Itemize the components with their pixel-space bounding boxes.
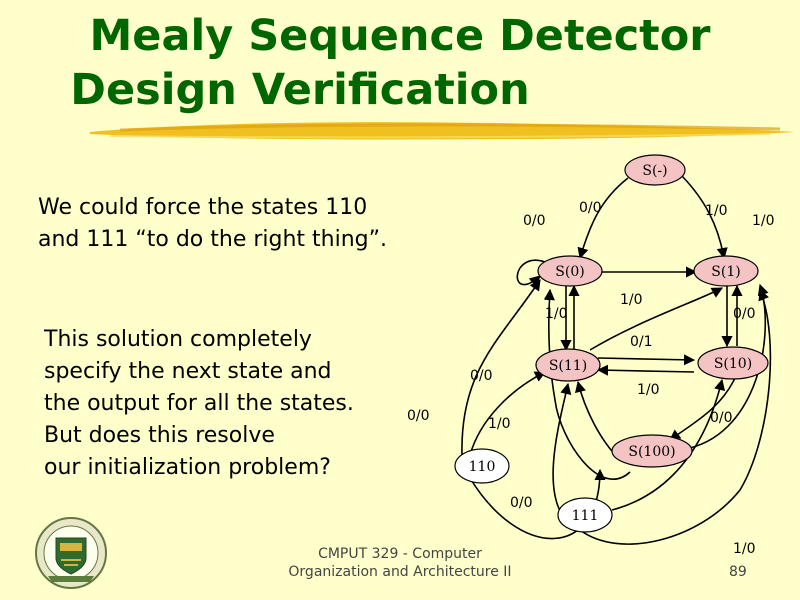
edge-111-to-s1 xyxy=(579,288,772,545)
intro-line: We could force the states 110 xyxy=(38,195,368,220)
edge-label: 1/0 xyxy=(488,416,511,432)
state-label: 110 xyxy=(469,459,496,475)
edge-init-to-s1 xyxy=(681,175,728,260)
state-label: S(1) xyxy=(711,264,740,280)
question-line: This solution completely xyxy=(44,327,312,352)
question-line: specify the next state and xyxy=(44,359,332,384)
edge-111-to-s10 xyxy=(611,378,726,511)
state-label: S(0) xyxy=(555,264,584,280)
footer-line: CMPUT 329 - Computer xyxy=(318,546,482,562)
edge-label: 0/0 xyxy=(579,200,602,216)
footer-line: Organization and Architecture II xyxy=(288,564,512,580)
edge-init-to-s0 xyxy=(577,177,629,260)
edge-label: 0/0 xyxy=(510,495,533,511)
edge-label: 0/0 xyxy=(470,368,493,384)
title-underline-brush xyxy=(90,122,795,140)
state-node xyxy=(557,497,613,533)
edge-label: 0/0 xyxy=(407,408,430,424)
state-node xyxy=(697,346,769,380)
edge-label: 1/0 xyxy=(752,213,775,229)
intro-line: and 111 “to do the right thing”. xyxy=(38,227,388,252)
question-line: our initialization problem? xyxy=(44,455,331,480)
state-node xyxy=(537,255,603,287)
edge-110-to-s0 xyxy=(461,279,541,456)
question-line: the output for all the states. xyxy=(44,391,354,416)
state-label: S(100) xyxy=(628,444,675,460)
edge-label: 1/0 xyxy=(637,382,660,398)
edge-s11-to-s1 xyxy=(589,287,723,351)
slide-title-line1: Mealy Sequence Detector xyxy=(89,11,711,61)
state-node xyxy=(454,448,510,484)
edge-label: 0/0 xyxy=(523,213,546,229)
state-label: S(-) xyxy=(642,163,667,179)
state-label: S(10) xyxy=(714,356,752,372)
state-node xyxy=(624,154,686,186)
edge-label: 1/0 xyxy=(705,203,728,219)
edge-label: 0/0 xyxy=(710,410,733,426)
edge-label: 0/1 xyxy=(630,334,653,350)
edge-s10-to-s100 xyxy=(669,377,736,441)
state-label: 111 xyxy=(572,508,599,524)
question-line: But does this resolve xyxy=(44,423,275,448)
edge-111-to-s11 xyxy=(552,382,572,521)
intro-paragraph: We could force the states 110 and 111 “t… xyxy=(38,192,387,256)
edge-s11-to-s10 xyxy=(597,354,696,366)
footer-course: CMPUT 329 - Computer Organization and Ar… xyxy=(250,545,550,581)
edge-label: 0/0 xyxy=(733,306,756,322)
page-number: 89 xyxy=(729,564,747,580)
edge-label: 1/0 xyxy=(733,541,756,557)
state-node xyxy=(611,434,693,468)
state-node xyxy=(535,348,601,382)
edge-110-to-s11 xyxy=(469,371,546,456)
question-paragraph: This solution completely specify the nex… xyxy=(44,324,354,484)
slide-title-line2: Design Verification xyxy=(70,65,530,115)
university-crest-logo xyxy=(35,517,107,589)
state-node xyxy=(693,255,759,287)
edge-s10-to-s11 xyxy=(596,364,695,376)
state-label: S(11) xyxy=(549,358,587,374)
edge-label: 1/0 xyxy=(620,292,643,308)
edge-label: 1/0 xyxy=(545,306,568,322)
